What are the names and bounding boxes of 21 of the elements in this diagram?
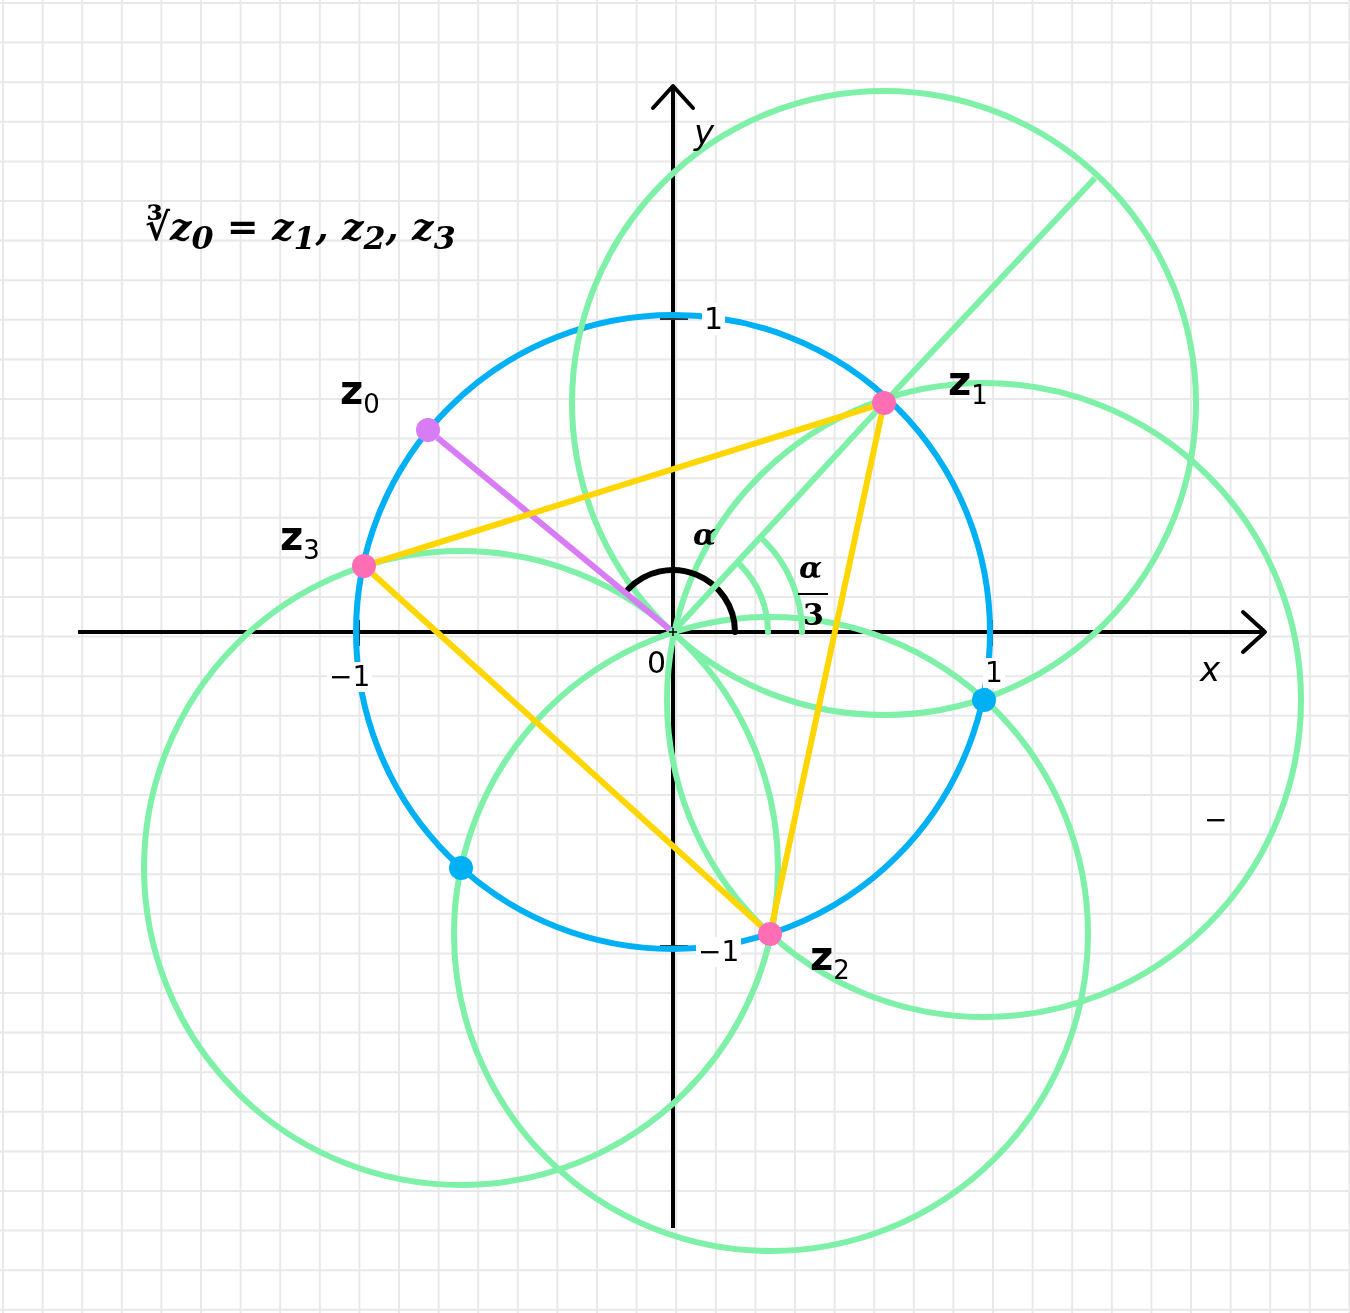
angle-label: α [799, 553, 823, 583]
tick-label: 1 [983, 658, 1005, 688]
angle-label: α [693, 520, 717, 550]
origin-label: 0 [647, 648, 667, 678]
tick-label: −1 [327, 662, 373, 692]
line-segment [370, 571, 764, 929]
angle-label: 3 [803, 600, 824, 630]
point-label: z$_{3}$ [280, 516, 320, 563]
point-label: z$_{0}$ [340, 370, 380, 417]
mark: − [1204, 806, 1228, 834]
tick-label: −1 [696, 937, 742, 967]
point-label: z$_{2}$ [810, 936, 850, 983]
line-segment [374, 403, 874, 566]
point-label: z$_{1}$ [948, 361, 988, 408]
line-segment [435, 435, 672, 632]
line-segment [769, 414, 885, 923]
axis-label: x [1200, 652, 1221, 686]
point-dot [972, 688, 996, 712]
tick-label: 1 [702, 303, 726, 335]
point-dot [449, 856, 473, 880]
axis-label: y [694, 115, 715, 149]
